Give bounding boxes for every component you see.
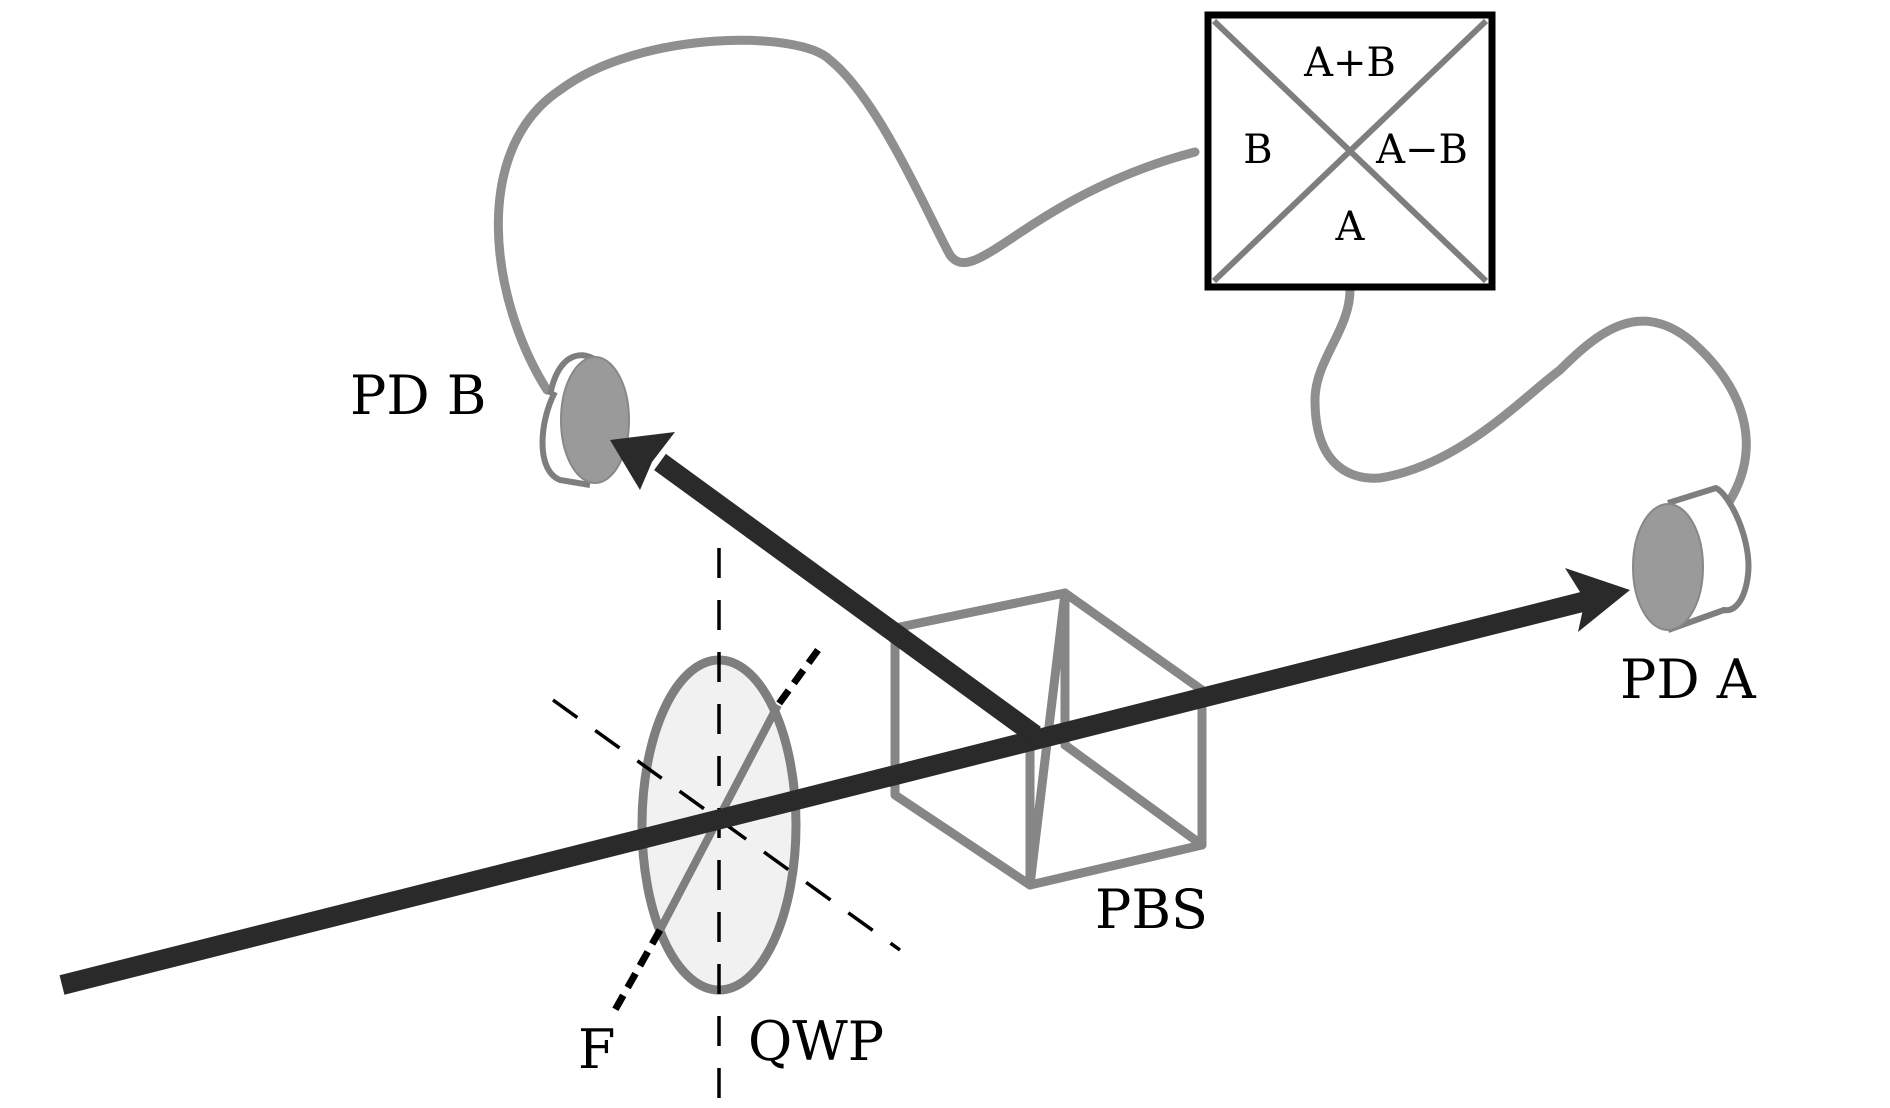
pd-b-face [560,356,630,484]
beam-arrowhead-to-pd-b [610,432,675,490]
beam-arrowhead-to-pd-a [1565,568,1630,632]
pbs-bottom-edge [1060,740,1207,850]
fast-axis-label: F [578,1018,615,1081]
photodiode-a: PD A [1620,485,1757,711]
incident-transmitted-beam [59,590,1593,995]
polarizing-beam-splitter: PBS [890,588,1208,941]
quadrant-label-left: B [1243,127,1272,173]
qwp-label: QWP [748,1010,884,1073]
box-diagonal-2 [1211,18,1489,284]
quad-detector-box: A+B B A−B A [1204,11,1496,291]
pd-a-label: PD A [1620,648,1757,711]
pd-b-housing [539,390,591,488]
cable-box-to-pd-a [1310,285,1751,550]
pbs-label: PBS [1095,878,1208,941]
photodiode-b: PD B [350,352,630,488]
fast-axis-lower-dashed [611,928,664,1012]
pd-a-face [1632,503,1704,631]
quadrant-label-right: A−B [1375,127,1468,173]
fast-axis-upper-dashed [775,647,821,708]
quadrant-label-bottom: A [1335,204,1366,250]
pd-b-label: PD B [350,364,486,427]
reflected-beam [654,453,1041,744]
quarter-wave-plate: QWP [637,655,884,1073]
cable-pd-b-to-box [493,35,1200,395]
quadrant-label-top: A+B [1303,40,1396,86]
